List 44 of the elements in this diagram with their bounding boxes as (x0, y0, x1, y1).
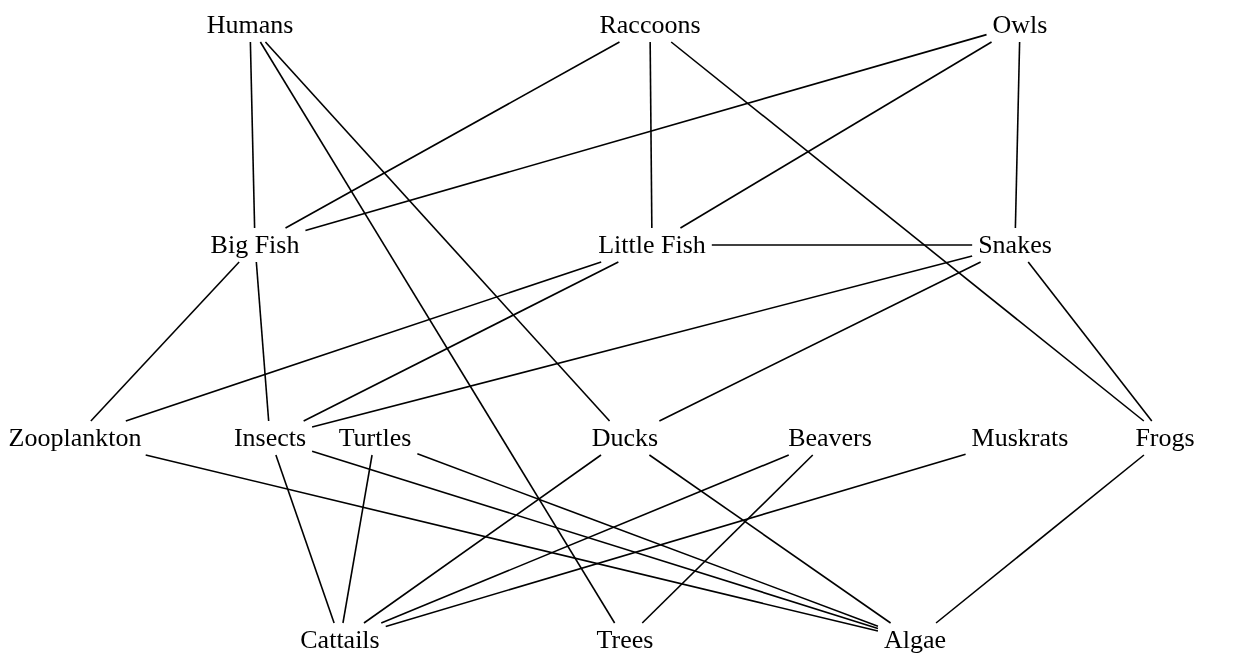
species-label: Owls (988, 10, 1052, 40)
connector-line (380, 454, 790, 624)
connector-line (711, 244, 973, 246)
species-label: Ducks (587, 423, 663, 453)
species-label: Snakes (974, 230, 1056, 260)
connector-line (384, 453, 967, 628)
connector-line (255, 261, 270, 422)
species-label: Little Fish (594, 230, 710, 260)
connector-line (311, 255, 973, 428)
connector-line (649, 41, 653, 229)
species-label: Big Fish (206, 230, 304, 260)
species-label: Humans (202, 10, 298, 40)
connector-line (935, 454, 1145, 624)
connector-line (249, 41, 256, 229)
connector-line (275, 454, 335, 624)
connector-line (648, 454, 892, 624)
connector-line (658, 261, 982, 422)
connector-line (311, 450, 879, 630)
connector-line (259, 41, 616, 624)
species-label: Zooplankton (4, 423, 146, 453)
species-label: Turtles (334, 423, 416, 453)
connector-line (90, 261, 240, 422)
connector-line (363, 454, 602, 624)
species-label: Algae (879, 625, 951, 655)
connector-line (679, 41, 993, 229)
connector-line (284, 41, 621, 229)
species-label: Trees (592, 625, 658, 655)
species-label: Insects (229, 423, 311, 453)
connector-line (342, 454, 373, 624)
species-label: Raccoons (595, 10, 705, 40)
species-label: Muskrats (967, 423, 1073, 453)
connector-line (670, 41, 1145, 422)
connector-line (1014, 41, 1021, 229)
species-label: Cattails (296, 625, 384, 655)
species-label: Frogs (1131, 423, 1199, 453)
connector-line (144, 454, 879, 632)
connector-line (416, 453, 879, 627)
connector-line (264, 41, 611, 422)
connector-line (302, 261, 620, 422)
species-label: Beavers (784, 423, 876, 453)
connector-line (304, 33, 988, 232)
connector-line (641, 454, 814, 624)
connector-line (1027, 261, 1153, 422)
connector-line (125, 261, 602, 422)
